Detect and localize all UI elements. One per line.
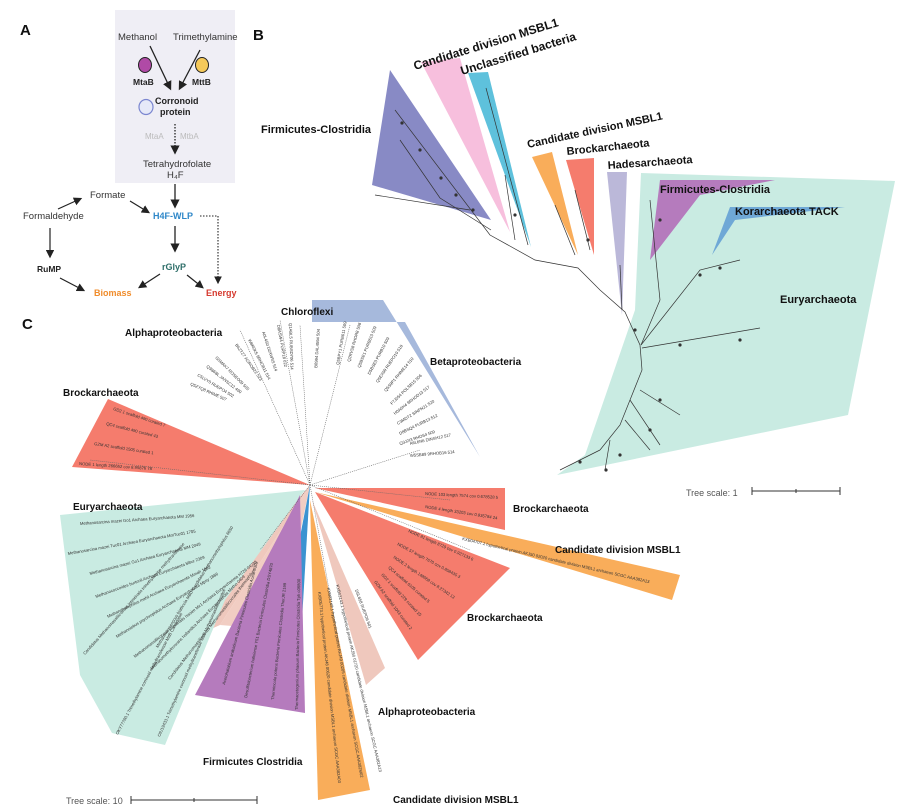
clade-labels-c: Alphaproteobacteria Chloroflexi Betaprot… xyxy=(63,307,681,806)
clade-label-korarchaeota-tack: Korarchaeota TACK xyxy=(735,206,839,218)
panel-c-tree: D8ASW4 PURP18 022 A0L4S0 D2XW5S 514 W8R0… xyxy=(60,300,681,806)
clade-label-alphaproteobacteria-top: Alphaproteobacteria xyxy=(125,328,223,339)
methanol-arrow xyxy=(149,45,172,91)
clade-wedges-c xyxy=(60,300,680,800)
clade-label-firmicutes-clostridia-c: Firmicutes Clostridia xyxy=(203,757,303,768)
panel-b-tree: Firmicutes-Clostridia Candidate division… xyxy=(261,15,895,498)
clade-label-alphaproteobacteria-bottom: Alphaproteobacteria xyxy=(378,707,476,718)
clade-label-brockarchaeota: Brockarchaeota xyxy=(566,137,651,158)
corrinoid-circle-icon xyxy=(138,98,154,116)
clade-label-brockarchaeota-right-top: Brockarchaeota xyxy=(513,504,589,515)
corrinoid-label-1: Corronoid xyxy=(155,96,199,106)
rglyp-biomass-arrow xyxy=(137,273,161,289)
mttb-label: MttB xyxy=(192,77,211,87)
leaf-label: C3MDT2 SINFN21 520 xyxy=(396,398,436,426)
wedge-unclassified-b xyxy=(468,72,531,247)
scale-bar-c: Tree scale: 10 xyxy=(66,796,258,806)
methanol-label: Methanol xyxy=(118,32,157,43)
rglyp-label: rGlyP xyxy=(162,262,186,272)
clade-label-euryarchaeota-c: Euryarchaeota xyxy=(73,502,143,513)
clade-label-brockarchaeota-right-bottom: Brockarchaeota xyxy=(467,613,543,624)
leaves-chloroflexi: Q1ABL5 RUBSD706 514 xyxy=(288,323,295,371)
corrinoid-label-2: protein xyxy=(160,107,191,117)
formate-wlp-arrow xyxy=(129,200,151,214)
wedge-euryarchaeota-c xyxy=(60,490,305,745)
leaf-label: B0994 DAL4594 504 xyxy=(313,328,321,368)
formaldehyde-label: Formaldehyde xyxy=(23,211,84,222)
panel-b-label: B xyxy=(253,27,264,44)
wedge-firmicutes-c xyxy=(195,495,305,713)
scale-bar-b: Tree scale: 1 xyxy=(686,487,841,498)
formate-label: Formate xyxy=(90,190,125,201)
clade-label-brockarchaeota-left: Brockarchaeota xyxy=(63,388,139,399)
panel-c-label: C xyxy=(22,316,33,333)
clade-wedges-b xyxy=(372,58,895,475)
clade-label-betaproteobacteria: Betaproteobacteria xyxy=(430,357,522,368)
thf-label: Tetrahydrofolate xyxy=(143,159,211,170)
wedge-hadesarchaeota-b xyxy=(607,172,627,315)
wedge-msbl1-b2 xyxy=(532,152,578,255)
wlp-energy-dotted-arrow xyxy=(200,215,222,285)
rump-biomass-arrow xyxy=(59,277,86,292)
clade-label-msbl1-bottom: Candidate division MSBL1 xyxy=(393,795,519,806)
mttb-circle-icon xyxy=(195,57,209,73)
mtaa-label: MtaA xyxy=(145,132,164,141)
rump-label: RuMP xyxy=(37,264,61,274)
leaves-betaproteobacteria: B0994 DAL4594 504 Q5BPY1 PURB611 509 Q2R… xyxy=(313,320,455,458)
leaf-label: NODE 103 length 7574 cov 0.678528 5 xyxy=(425,491,499,500)
h4f-label: H₄F xyxy=(167,170,184,181)
formaldehyde-formate-arrow xyxy=(57,197,83,210)
leaf-label: Thermacetogenium phaeum Bacteria Firmicu… xyxy=(294,578,301,710)
biomass-label: Biomass xyxy=(94,288,132,298)
wedge-brockarchaeota-c3 xyxy=(315,492,510,660)
wedge-brockarchaeota-c1 xyxy=(72,399,310,485)
rglyp-energy-arrow xyxy=(186,274,204,289)
leaf-label: Q1ABL5 RUBSD706 514 xyxy=(288,323,295,371)
energy-label: Energy xyxy=(206,288,237,298)
clade-label-chloroflexi: Chloroflexi xyxy=(281,307,333,318)
wedge-brockarchaeota-c2 xyxy=(315,488,505,530)
h4f-wlp-label: H4F-WLP xyxy=(153,211,193,221)
clade-label-firmicutes-clostridia-2: Firmicutes-Clostridia xyxy=(660,184,771,196)
wedge-betaproteobacteria-c xyxy=(312,300,480,457)
wedge-msbl1-c-right xyxy=(315,492,680,600)
tma-arrow xyxy=(178,49,201,91)
clade-label-euryarchaeota-b: Euryarchaeota xyxy=(780,294,857,306)
wedge-alphaproteobacteria-c2 xyxy=(312,500,385,685)
scale-label-c: Tree scale: 10 xyxy=(66,796,123,806)
wedge-firmicutes-clostridia-b2 xyxy=(650,180,775,260)
leaf-label: W5SB89 9RHOB16 514 xyxy=(410,449,456,458)
leaf-label: D8ASW4 PURP18 022 xyxy=(276,324,288,368)
mtba-label: MtbA xyxy=(180,132,199,141)
wedge-msbl1-c-bottom xyxy=(310,500,370,800)
panel-a-pathway-diagram: Methanol Trimethylamine MtaB MttB Corron… xyxy=(23,10,238,298)
clade-label-msbl1-right: Candidate division MSBL1 xyxy=(555,545,681,556)
leaf-label: NODE 1 length 266652 cov 8.95876 78 xyxy=(79,461,153,471)
trimethylamine-label: Trimethylamine xyxy=(173,32,238,43)
wedge-firmicutes-clostridia-b xyxy=(372,70,491,220)
tree-nodes-b xyxy=(400,121,742,472)
clade-label-hadesarchaeota: Hadesarchaeota xyxy=(607,154,693,172)
mtab-label: MtaB xyxy=(133,77,154,87)
wedge-euryarchaeota-b xyxy=(557,173,895,475)
wedge-brockarchaeota-b xyxy=(566,158,594,255)
tree-root-c xyxy=(89,319,471,651)
scale-label-b: Tree scale: 1 xyxy=(686,488,738,498)
mtab-circle-icon xyxy=(138,57,152,73)
panel-a-label: A xyxy=(20,22,31,39)
wedge-msbl1-b1 xyxy=(421,58,510,232)
clade-label-firmicutes-clostridia: Firmicutes-Clostridia xyxy=(261,124,372,136)
